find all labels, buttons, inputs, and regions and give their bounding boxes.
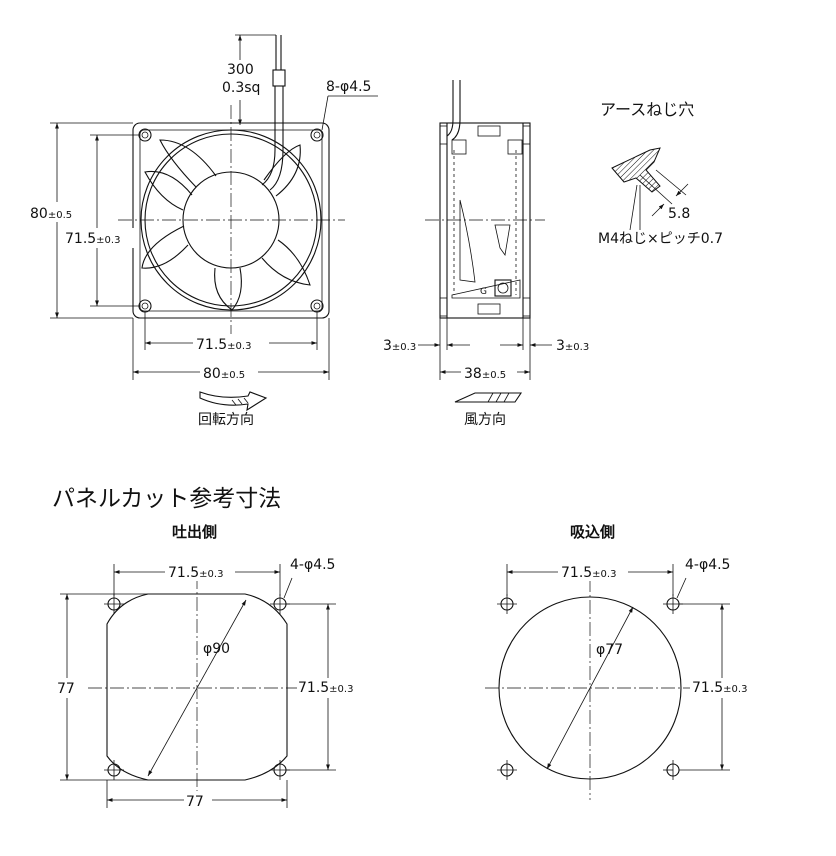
svg-text:80±0.5: 80±0.5 — [203, 366, 245, 382]
svg-text:71.5±0.3: 71.5±0.3 — [298, 680, 353, 696]
airflow-caption: 風方向 — [464, 412, 506, 428]
dim-flange-left-tol: ±0.3 — [392, 342, 416, 353]
panel-cut-title: パネルカット参考寸法 — [52, 486, 281, 512]
outlet-panel-cut: φ90 71.5±0.3 4-φ4.5 77 71.5±0.3 77 — [55, 557, 357, 810]
inlet-top-pitch: 71.5 — [561, 565, 592, 581]
inlet-mount-holes — [497, 594, 683, 780]
inlet-panel-cut: φ77 71.5±0.3 4-φ4.5 71.5±0.3 — [485, 557, 752, 800]
outlet-side-title: 吐出側 — [172, 523, 217, 541]
svg-text:71.5±0.3: 71.5±0.3 — [692, 680, 747, 696]
earth-screw-title: アースねじ穴 — [600, 100, 694, 119]
svg-text:71.5±0.3: 71.5±0.3 — [168, 565, 223, 581]
inlet-dia-label: φ77 — [596, 642, 623, 658]
svg-text:71.5±0.3: 71.5±0.3 — [65, 231, 120, 247]
dim-flange-left: 3 — [383, 338, 392, 354]
svg-text:G: G — [480, 287, 487, 297]
dim-fan-hpitch: 71.5 — [196, 337, 227, 353]
earth-depth: 5.8 — [668, 206, 690, 222]
inlet-right-pitch-tol: ±0.3 — [723, 684, 747, 695]
svg-text:80±0.5: 80±0.5 — [30, 206, 72, 222]
outlet-width: 77 — [186, 794, 204, 810]
dim-fan-vpitch-tol: ±0.3 — [96, 235, 120, 246]
hole-callout-fan: 8-φ4.5 — [326, 79, 371, 95]
fan-blades — [141, 139, 311, 311]
rotation-direction-arrow — [199, 391, 268, 412]
dim-side-depth-tol: ±0.5 — [482, 370, 506, 381]
dim-fan-width: 80 — [203, 366, 221, 382]
front-view: 80±0.5 71.5±0.3 71.5±0.3 80±0.5 300 0.3s… — [28, 34, 378, 428]
inlet-side-title: 吸込側 — [570, 523, 615, 541]
lead-wire — [261, 35, 286, 191]
airflow-direction-arrow — [454, 392, 523, 403]
dim-fan-height: 80 — [30, 206, 48, 222]
svg-text:71.5±0.3: 71.5±0.3 — [196, 337, 251, 353]
outlet-top-pitch-tol: ±0.3 — [199, 569, 223, 580]
dim-side-depth: 38 — [464, 366, 482, 382]
wire-size: 0.3sq — [222, 80, 260, 96]
svg-text:71.5±0.3: 71.5±0.3 — [561, 565, 616, 581]
inlet-right-pitch: 71.5 — [692, 680, 723, 696]
outlet-dia-label: φ90 — [203, 641, 230, 657]
dim-flange-right-tol: ±0.3 — [565, 342, 589, 353]
outlet-top-pitch: 71.5 — [168, 565, 199, 581]
outlet-cutout-outline — [106, 593, 288, 781]
side-view: G 3±0.3 3±0.3 38±0.5 風方向 — [383, 80, 589, 428]
dim-flange-right: 3 — [556, 338, 565, 354]
outlet-right-pitch: 71.5 — [298, 680, 329, 696]
earth-thread: M4ねじ×ピッチ0.7 — [598, 231, 723, 247]
outlet-height: 77 — [57, 681, 75, 697]
dim-fan-height-tol: ±0.5 — [48, 210, 72, 221]
dim-fan-width-tol: ±0.5 — [221, 370, 245, 381]
side-frame — [439, 122, 531, 319]
inlet-top-pitch-tol: ±0.3 — [592, 569, 616, 580]
svg-text:38±0.5: 38±0.5 — [464, 366, 506, 382]
dim-fan-hpitch-tol: ±0.3 — [227, 341, 251, 352]
inlet-hole-callout: 4-φ4.5 — [685, 557, 730, 573]
svg-text:3±0.3: 3±0.3 — [383, 338, 416, 354]
rotation-caption: 回転方向 — [198, 412, 254, 428]
dim-wire-length: 300 — [227, 62, 254, 78]
outlet-right-pitch-tol: ±0.3 — [329, 684, 353, 695]
outlet-hole-callout: 4-φ4.5 — [290, 557, 335, 573]
svg-text:3±0.3: 3±0.3 — [556, 338, 589, 354]
dim-fan-vpitch: 71.5 — [65, 231, 96, 247]
earth-screw-detail: アースねじ穴 5.8 M4ねじ×ピッチ0.7 — [598, 100, 723, 247]
